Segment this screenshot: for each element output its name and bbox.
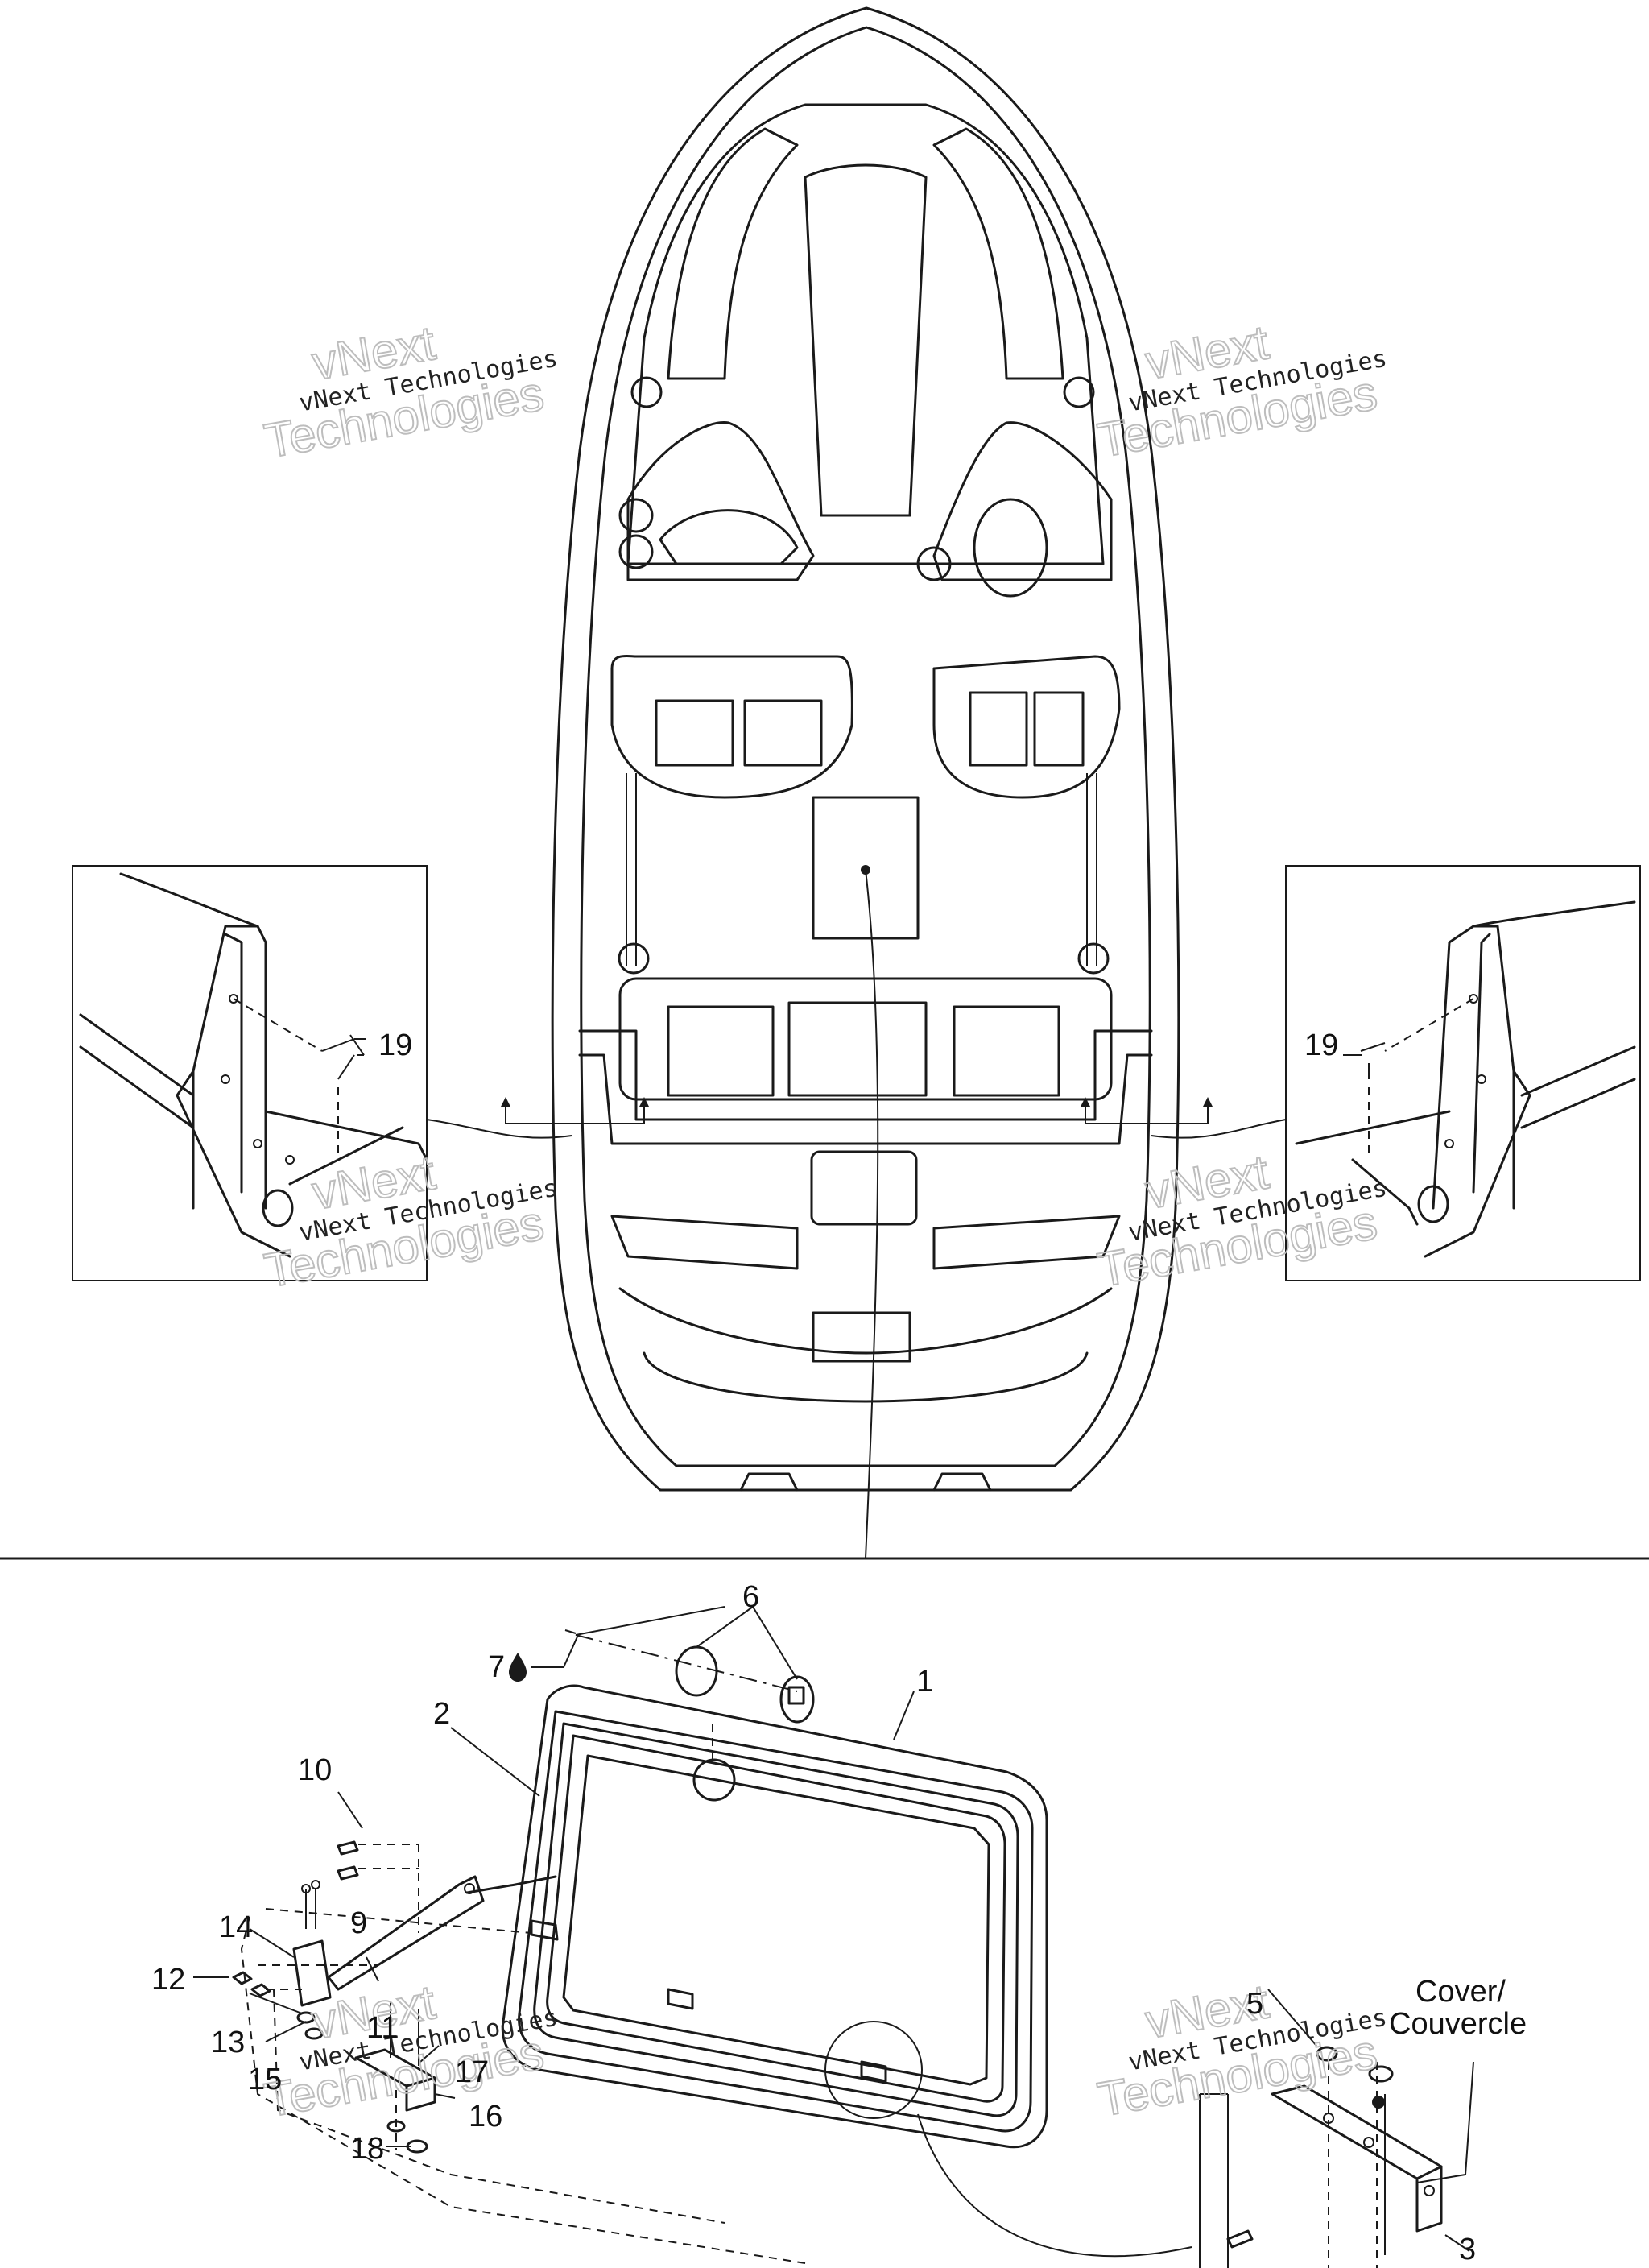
callout-18: 18 bbox=[350, 2132, 384, 2166]
callout-9: 9 bbox=[350, 1906, 367, 1940]
callout-15: 15 bbox=[248, 2063, 282, 2096]
watermark-4: vNext Technologies vNext Technologies bbox=[1093, 1144, 1390, 1297]
callout-19-left: 19 bbox=[378, 1028, 412, 1062]
callout-1: 1 bbox=[916, 1665, 933, 1699]
leader-hatch bbox=[865, 869, 879, 1559]
callout-2: 2 bbox=[433, 1697, 450, 1731]
callout-5: 5 bbox=[1246, 1987, 1263, 2021]
watermark-2: vNext Technologies vNext Technologies bbox=[1093, 314, 1390, 468]
hatch-cover-assembly bbox=[232, 1629, 1474, 2268]
callout-19-right: 19 bbox=[1304, 1028, 1338, 1062]
right-detail-view bbox=[1285, 865, 1641, 1281]
callout-11: 11 bbox=[366, 2011, 398, 2045]
callout-17: 17 bbox=[455, 2055, 489, 2089]
cover-label-line2: Couvercle bbox=[1389, 2007, 1527, 2041]
leader-right-detail bbox=[1151, 1119, 1287, 1139]
cover-label-line1: Cover/ bbox=[1415, 1975, 1506, 2009]
left-detail-view bbox=[72, 865, 428, 1281]
sealant-drop-icon bbox=[509, 1653, 527, 1682]
callout-6: 6 bbox=[742, 1580, 759, 1614]
callout-numbers: 19 19 6 7 1 2 10 9 14 12 11 13 15 17 16 … bbox=[151, 1028, 1527, 2266]
callout-13: 13 bbox=[211, 2026, 245, 2059]
watermark-6: vNext Technologies vNext Technologies bbox=[1093, 1973, 1390, 2127]
watermark-3: vNext Technologies vNext Technologies bbox=[260, 1144, 560, 1298]
callout-3: 3 bbox=[1459, 2233, 1476, 2266]
callout-leaders bbox=[193, 1034, 1470, 2255]
callout-14: 14 bbox=[219, 1910, 253, 1944]
boat-hull-top-view bbox=[501, 6, 1213, 1492]
watermark-5: vNext Technologies vNext Technologies bbox=[260, 1974, 560, 2128]
leader-left-detail bbox=[426, 1119, 572, 1139]
callout-12: 12 bbox=[151, 1963, 185, 1997]
callout-7: 7 bbox=[488, 1650, 505, 1684]
callout-10: 10 bbox=[298, 1753, 332, 1787]
watermark-1: vNext Technologies vNext Technologies bbox=[260, 315, 560, 469]
callout-16: 16 bbox=[469, 2100, 502, 2133]
